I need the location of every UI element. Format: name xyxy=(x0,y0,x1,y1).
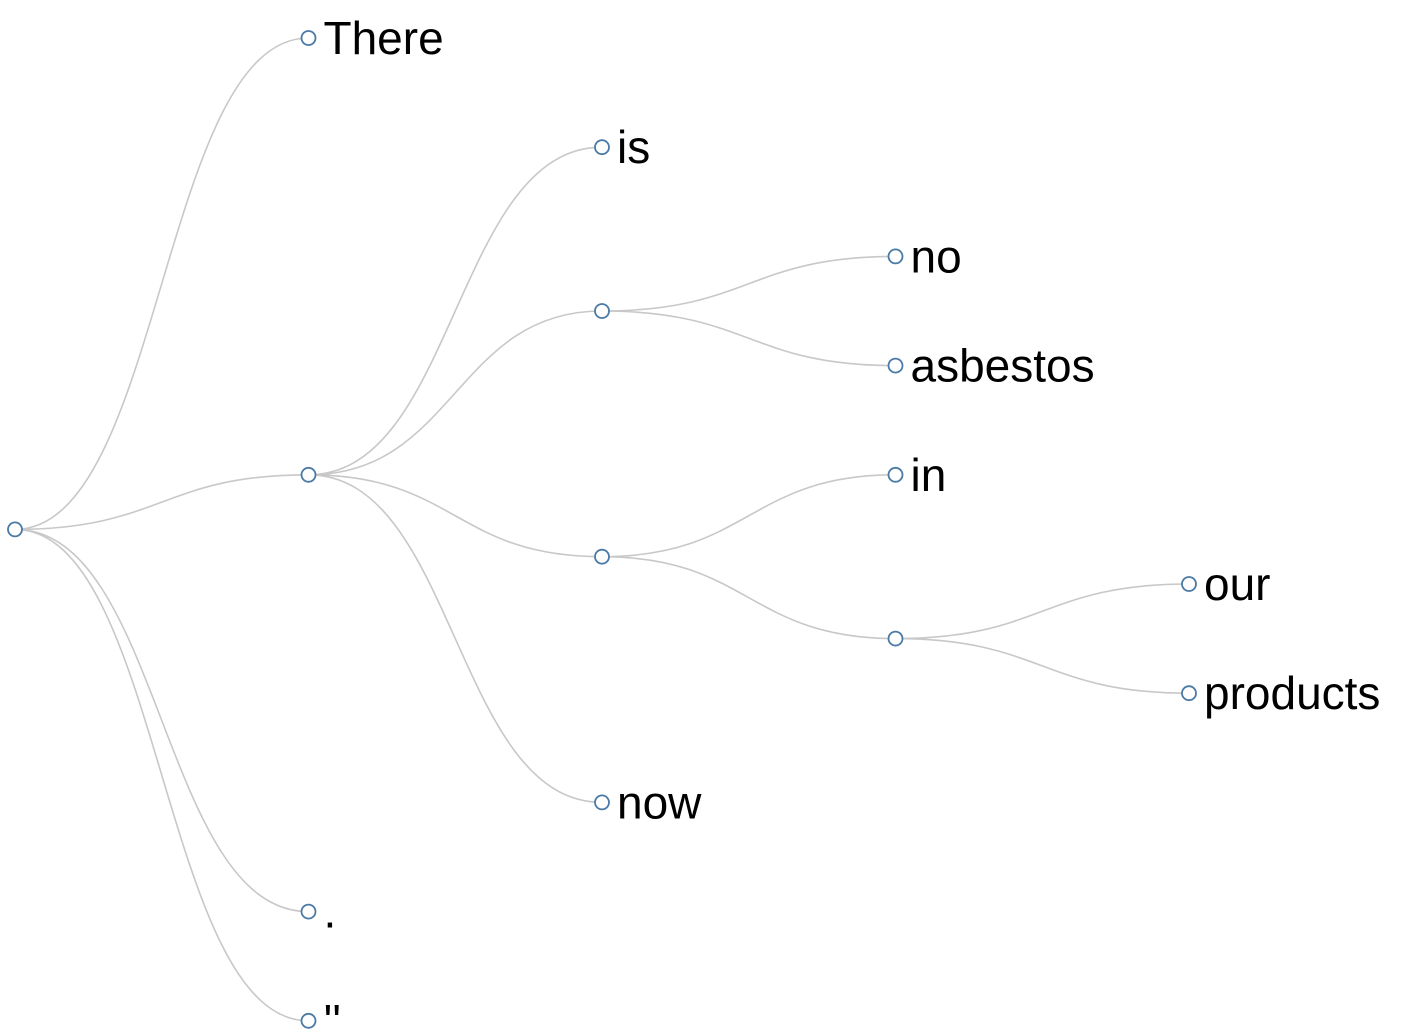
node-circle[interactable] xyxy=(887,248,904,265)
tree-leaf-node[interactable]: is xyxy=(594,121,650,173)
node-label: now xyxy=(617,776,702,828)
node-circle[interactable] xyxy=(594,794,610,811)
tree-leaf-node[interactable]: in xyxy=(887,449,947,501)
tree-link xyxy=(14,37,309,531)
node-label: is xyxy=(617,121,650,173)
node-label: There xyxy=(324,12,444,64)
node-circle[interactable] xyxy=(887,630,904,647)
tree-branch-node[interactable] xyxy=(594,548,610,565)
node-circle[interactable] xyxy=(594,139,610,156)
tree-leaf-node[interactable]: '' xyxy=(300,995,342,1036)
node-label: asbestos xyxy=(911,340,1095,392)
tree-leaf-node[interactable]: our xyxy=(1181,558,1270,610)
tree-links xyxy=(14,37,1190,1022)
tree-link xyxy=(895,583,1190,640)
node-circle[interactable] xyxy=(887,466,904,483)
tree-leaf-node[interactable]: now xyxy=(594,776,702,828)
tree-branch-node[interactable] xyxy=(594,303,610,319)
tree-link xyxy=(308,310,603,476)
node-circle[interactable] xyxy=(594,548,610,565)
tree-link xyxy=(601,255,896,312)
tree-link xyxy=(601,555,896,640)
tree-branch-node[interactable] xyxy=(7,521,23,538)
node-circle[interactable] xyxy=(1181,685,1197,702)
node-circle[interactable] xyxy=(300,30,317,46)
node-circle[interactable] xyxy=(594,303,610,319)
tree-link xyxy=(14,474,309,531)
node-label: no xyxy=(911,230,962,282)
node-label: products xyxy=(1204,667,1380,719)
tree-link xyxy=(308,474,603,558)
tree-link xyxy=(308,474,603,804)
node-label: our xyxy=(1204,558,1270,610)
tree-link xyxy=(14,528,309,1022)
tree-branch-node[interactable] xyxy=(887,630,904,647)
node-circle[interactable] xyxy=(887,357,904,374)
tree-link xyxy=(895,637,1190,694)
node-circle[interactable] xyxy=(1181,576,1197,592)
tree-link xyxy=(14,528,309,913)
node-label: '' xyxy=(324,995,342,1036)
tree-leaf-node[interactable]: . xyxy=(300,886,337,938)
tree-leaf-node[interactable]: There xyxy=(300,12,444,64)
node-label: . xyxy=(324,886,337,938)
tree-leaf-node[interactable]: no xyxy=(887,230,962,282)
node-label: in xyxy=(911,449,947,501)
tree-nodes: There is no asbestos in our products now. '' xyxy=(7,12,1380,1036)
tree-leaf-node[interactable]: products xyxy=(1181,667,1380,719)
tree-link xyxy=(308,146,603,476)
tree-leaf-node[interactable]: asbestos xyxy=(887,340,1095,392)
node-circle[interactable] xyxy=(7,521,23,538)
node-circle[interactable] xyxy=(300,1012,317,1029)
node-circle[interactable] xyxy=(300,466,317,483)
tree-link xyxy=(601,310,896,367)
node-circle[interactable] xyxy=(300,903,317,920)
tree-branch-node[interactable] xyxy=(300,466,317,483)
tree-link xyxy=(601,474,896,558)
